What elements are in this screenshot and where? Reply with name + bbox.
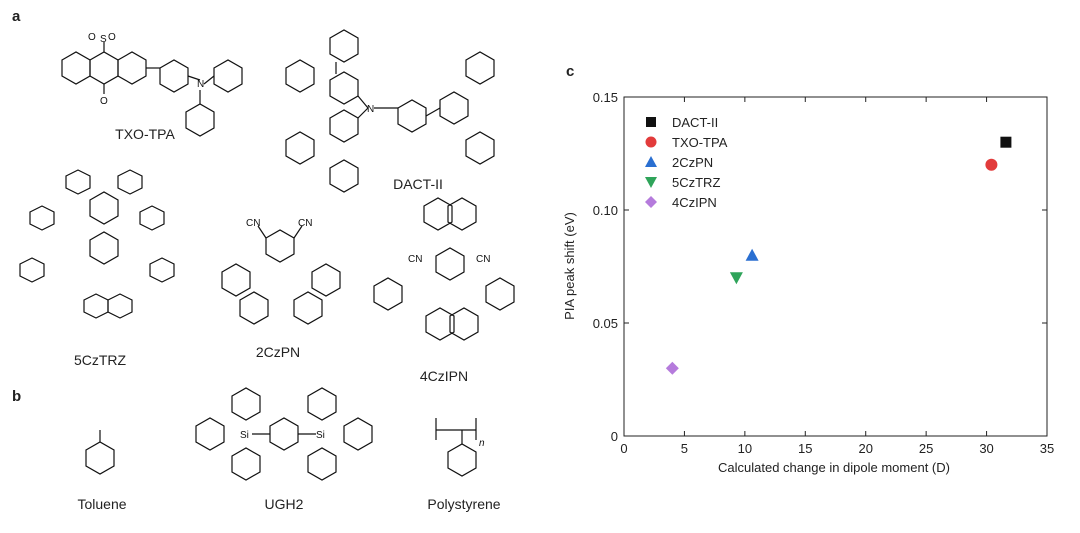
chart-axes	[623, 96, 1048, 437]
atom-n-txo: N	[197, 79, 204, 90]
label-2czpn: 2CzPN	[255, 344, 301, 360]
data-point-2czpn	[745, 248, 759, 261]
atom-cn-4czipn-2: CN	[476, 254, 490, 265]
x-tick-label: 15	[798, 441, 812, 456]
legend-label: 2CzPN	[672, 155, 713, 170]
5cztrz-structure	[19, 169, 175, 319]
atom-si-2: Si	[316, 430, 325, 441]
dact-ii-structure	[285, 29, 495, 193]
polystyrene-structure	[435, 418, 477, 477]
panel-label-c: c	[566, 63, 575, 80]
molecular-structures: S O O O N N	[19, 29, 515, 481]
ugh2-structure	[195, 387, 373, 481]
label-ugh2: UGH2	[264, 496, 304, 512]
x-tick-label: 35	[1040, 441, 1054, 456]
atom-si-1: Si	[240, 430, 249, 441]
atom-n-dact-center: N	[367, 104, 374, 115]
atom-cn-4czipn-1: CN	[408, 254, 422, 265]
legend-label: 4CzIPN	[672, 195, 717, 210]
atom-s: S	[100, 34, 107, 45]
data-point-5cztrz	[729, 272, 743, 285]
x-tick-label: 25	[919, 441, 933, 456]
y-axis-label: PIA peak shift (eV)	[562, 212, 577, 320]
y-tick-label: 0.15	[593, 90, 618, 105]
x-tick-label: 10	[738, 441, 752, 456]
y-tick-label: 0.10	[593, 203, 618, 218]
panel-label-b: b	[12, 388, 22, 405]
polymer-subscript-n: n	[479, 438, 485, 449]
chart-marks	[665, 136, 1012, 375]
data-point-4czipn	[665, 361, 679, 375]
legend-marker-4czipn	[645, 196, 657, 208]
x-tick-label: 5	[681, 441, 688, 456]
chart-ticks: 0 5 10 15 20 25 30 35 0 0.05 0.10 0.15	[593, 90, 1055, 456]
atom-o1: O	[88, 32, 96, 43]
legend-marker-txo-tpa	[645, 136, 657, 148]
legend-label: DACT-II	[672, 115, 718, 130]
atom-o3: O	[100, 96, 108, 107]
legend-marker-2czpn	[645, 156, 657, 167]
legend-marker-5cztrz	[645, 177, 657, 188]
x-tick-label: 30	[979, 441, 993, 456]
y-tick-label: 0	[611, 429, 618, 444]
y-tick-label: 0.05	[593, 316, 618, 331]
data-point-txo-tpa	[985, 158, 998, 171]
toluene-structure	[85, 430, 115, 475]
x-tick-label: 20	[858, 441, 872, 456]
label-toluene: Toluene	[77, 496, 127, 512]
label-dact-ii: DACT-II	[393, 176, 443, 192]
4czipn-structure	[373, 197, 515, 341]
label-polystyrene: Polystyrene	[427, 496, 501, 512]
pia-shift-chart: 0 5 10 15 20 25 30 35 0 0.05 0.10 0.15 DACT-II TXO-T…	[562, 90, 1055, 475]
label-4czipn: 4CzIPN	[419, 368, 469, 384]
2czpn-structure	[221, 225, 341, 325]
legend-marker-dact-ii	[646, 117, 656, 127]
label-5cztrz: 5CzTRZ	[73, 352, 127, 368]
label-txo-tpa: TXO-TPA	[115, 126, 175, 142]
txo-tpa-structure	[61, 42, 243, 137]
atom-cn-2czpn-2: CN	[298, 218, 312, 229]
atom-o2: O	[108, 32, 116, 43]
panel-label-a: a	[12, 8, 21, 25]
plot-frame	[623, 96, 1048, 437]
legend-label: TXO-TPA	[672, 135, 728, 150]
atom-cn-2czpn-1: CN	[246, 218, 260, 229]
x-tick-label: 0	[620, 441, 627, 456]
data-point-dact-ii	[1000, 136, 1012, 148]
legend-label: 5CzTRZ	[672, 175, 720, 190]
x-axis-label: Calculated change in dipole moment (D)	[718, 460, 950, 475]
chart-legend: DACT-II TXO-TPA 2CzPN 5CzTRZ 4CzIPN	[645, 115, 728, 210]
